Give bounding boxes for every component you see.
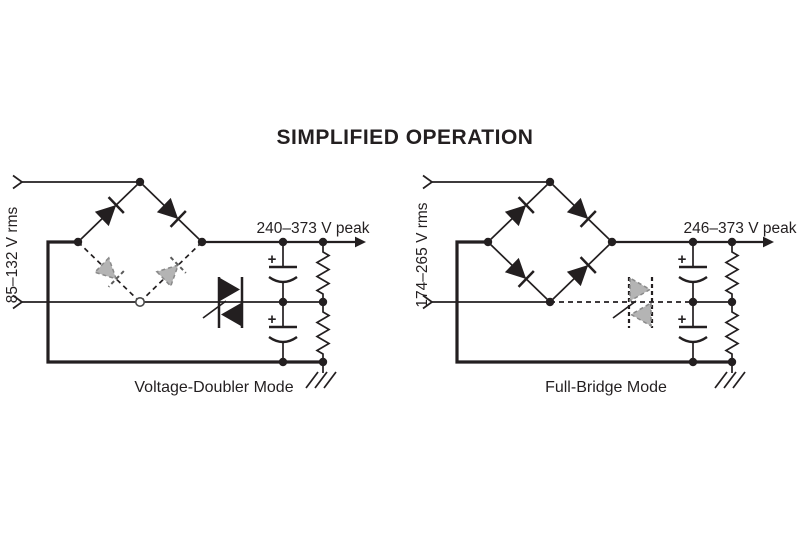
diode-icon <box>566 256 597 287</box>
resistor-icon <box>315 242 331 302</box>
junction-dot <box>318 237 328 247</box>
resistor-icon <box>724 242 740 302</box>
output-arrow-icon <box>355 236 366 248</box>
capacitor-plus-label: + <box>678 251 687 268</box>
resistor-icon <box>724 302 740 362</box>
diode-icon <box>94 196 125 227</box>
input-voltage-label: 174–265 V rms <box>414 202 431 307</box>
junction-dot <box>545 297 555 307</box>
ground-icon <box>714 362 746 389</box>
capacitor-plus-label: + <box>678 311 687 328</box>
bridge-rectifier <box>483 177 617 307</box>
wire-negative-rail <box>46 240 323 364</box>
diode-icon <box>504 196 535 227</box>
diode-inactive-icon <box>155 256 187 288</box>
capacitor-icon: + <box>268 242 298 302</box>
junction-dot <box>607 237 617 247</box>
mode-label: Voltage-Doubler Mode <box>134 379 293 396</box>
junction-dot <box>318 297 328 307</box>
input-terminal-icon <box>422 174 434 190</box>
diode-icon <box>504 257 535 288</box>
circuit-full-bridge: 174–265 V rms 246–373 V peak <box>414 174 797 396</box>
input-terminal-icon <box>12 174 24 190</box>
resistor-icon <box>315 302 331 362</box>
mode-label: Full-Bridge Mode <box>545 379 667 396</box>
bridge-open-node <box>135 296 146 307</box>
junction-dot <box>688 357 698 367</box>
junction-dot <box>278 237 288 247</box>
triac-gate-lead <box>202 300 227 319</box>
bridge-rectifier <box>73 177 207 307</box>
output-voltage-label: 240–373 V peak <box>257 220 370 237</box>
junction-dot <box>688 237 698 247</box>
junction-dot <box>135 177 145 187</box>
triac-gate-lead <box>612 300 637 319</box>
diode-icon <box>156 197 187 228</box>
capacitor-icon: + <box>678 302 708 362</box>
input-voltage-label: 85–132 V rms <box>4 207 21 304</box>
junction-dot <box>278 357 288 367</box>
output-arrow-icon <box>763 236 774 248</box>
output-voltage-label: 246–373 V peak <box>684 220 797 237</box>
junction-dot <box>318 357 328 367</box>
junction-dot <box>278 297 288 307</box>
junction-dot <box>688 297 698 307</box>
junction-dot <box>483 237 493 247</box>
junction-dot <box>727 237 737 247</box>
wire-negative-rail <box>455 240 732 364</box>
diode-inactive-icon <box>93 256 125 288</box>
capacitor-icon: + <box>268 302 298 362</box>
capacitor-icon: + <box>678 242 708 302</box>
capacitor-plus-label: + <box>268 311 277 328</box>
triac-inactive-icon <box>612 276 654 328</box>
triac-icon <box>202 277 244 328</box>
junction-dot <box>727 357 737 367</box>
junction-dot <box>197 237 207 247</box>
junction-dot <box>545 177 555 187</box>
junction-dot <box>727 297 737 307</box>
diode-icon <box>566 197 597 228</box>
circuit-voltage-doubler: 85–132 V rms 240–373 V peak <box>4 174 370 396</box>
capacitor-plus-label: + <box>268 251 277 268</box>
ground-icon <box>305 362 337 389</box>
junction-dot <box>73 237 83 247</box>
figure-title: SIMPLIFIED OPERATION <box>277 126 534 149</box>
